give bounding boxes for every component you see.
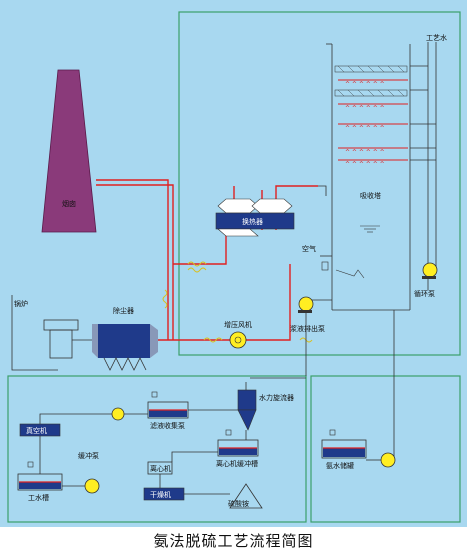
dust-collector [92, 324, 158, 371]
centrifuge-tank-label: 离心机缓冲槽 [216, 459, 258, 468]
centrifuge-label: 离心机 [150, 464, 171, 473]
byproduct-area-frame [7, 375, 307, 523]
boiler [11, 295, 92, 371]
ammonium-sulfate-pile [229, 483, 263, 509]
air-label: 空气 [302, 244, 316, 253]
water-and-slurry-lines [250, 42, 437, 460]
diagram-caption: 氨法脱硫工艺流程简图 [153, 532, 314, 550]
heat-exchanger [215, 198, 295, 237]
byproduct-lines [39, 409, 247, 495]
ammonia-pump [380, 452, 396, 468]
mist-eliminator-top [334, 65, 408, 73]
ammonia-tank [321, 429, 367, 459]
circulation-pump-label: 循环泵 [414, 289, 435, 298]
absorber-area-frame [178, 11, 461, 356]
ammonia-area-frame [310, 375, 461, 523]
buffer-pump [84, 478, 100, 494]
hydrocyclone [237, 382, 257, 431]
boiler-label: 锅炉 [14, 299, 28, 308]
absorber-tower: ^ ^ ^ ^ ^ ^ ^ ^ ^ ^ ^ ^ ^ ^ ^ ^ ^ ^ ^ ^ … [318, 43, 411, 311]
buffer-pump-label: 缓冲泵 [78, 451, 99, 460]
chimney [41, 69, 97, 233]
filtrate-pump [111, 407, 125, 421]
hydrocyclone-label: 水力旋流器 [259, 393, 294, 402]
mist-eliminator-bottom [334, 89, 408, 97]
dust-collector-label: 除尘器 [113, 306, 134, 315]
svg-text:^ ^ ^ ^ ^ ^: ^ ^ ^ ^ ^ ^ [345, 105, 385, 112]
svg-text:^ ^ ^ ^ ^ ^: ^ ^ ^ ^ ^ ^ [345, 149, 385, 156]
booster-fan [229, 331, 247, 349]
slurry-discharge-pump-label: 浆液排出泵 [290, 324, 325, 333]
slurry-discharge-pump [298, 296, 314, 313]
vacuum-filter-label: 真空机 [26, 426, 47, 435]
svg-text:^ ^ ^ ^ ^ ^: ^ ^ ^ ^ ^ ^ [345, 125, 385, 132]
ammonium-sulfate-label: 硫酸铵 [228, 499, 249, 508]
centrifuge-tank [217, 429, 259, 457]
absorber-label: 吸收塔 [360, 191, 381, 200]
booster-fan-label: 增压风机 [224, 320, 252, 329]
svg-text:^ ^ ^ ^ ^ ^: ^ ^ ^ ^ ^ ^ [345, 161, 385, 168]
circulation-pump [422, 262, 438, 279]
ammonia-tank-label: 氨水储罐 [326, 461, 354, 470]
process-water-label: 工艺水 [426, 33, 447, 42]
pipe-markers [162, 261, 313, 343]
chimney-label: 烟囱 [62, 199, 76, 208]
dryer-label: 干燥机 [150, 490, 171, 499]
filtrate-pump-label: 滤液收集泵 [150, 421, 185, 430]
svg-text:^ ^ ^ ^ ^ ^: ^ ^ ^ ^ ^ ^ [345, 81, 385, 88]
water-tank-label: 工水槽 [28, 493, 49, 502]
heat-exchanger-label: 换热器 [242, 217, 263, 226]
